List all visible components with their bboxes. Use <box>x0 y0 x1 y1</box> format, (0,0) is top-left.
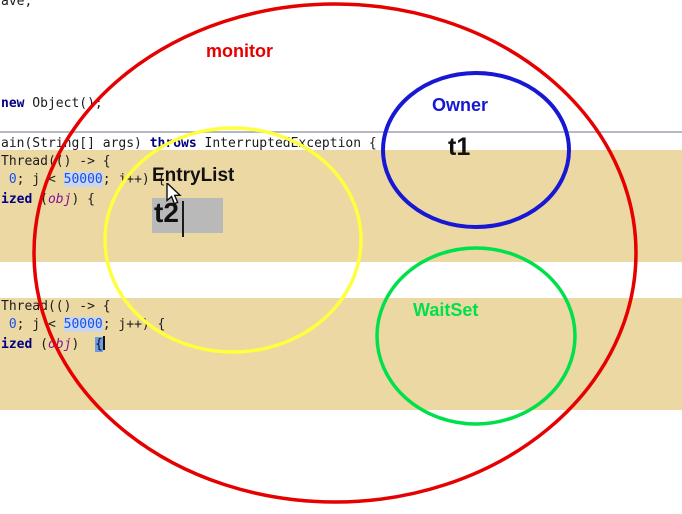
code-segment: Thread(() -> { <box>1 299 111 314</box>
code-segment <box>1 317 9 332</box>
code-line[interactable]: 0; j < 50000; j++) { <box>1 317 165 332</box>
code-line[interactable]: new Object(); <box>1 96 103 111</box>
code-segment: ; j < <box>16 317 64 332</box>
code-segment: Thread(() -> { <box>1 154 111 169</box>
code-segment: ; j++) { <box>102 317 166 332</box>
code-line[interactable]: ized (obj) { <box>1 192 95 207</box>
code-line[interactable]: ain(String[] args) throws InterruptedExc… <box>1 136 377 151</box>
code-segment: 50000 <box>63 172 103 187</box>
monitor-label: monitor <box>206 41 273 61</box>
code-line[interactable]: Thread(() -> { <box>1 154 111 169</box>
owner-label: Owner <box>432 95 489 115</box>
code-line[interactable]: ave; <box>1 0 32 9</box>
code-segment <box>1 172 9 187</box>
code-line[interactable]: 0; j < 50000; j++) { <box>1 172 165 187</box>
code-segment: ave; <box>1 0 33 9</box>
code-segment: obj <box>47 337 72 352</box>
code-segment: ized <box>1 192 33 207</box>
code-segment: ) { <box>71 192 95 207</box>
code-segment: 0 <box>8 172 17 187</box>
code-line[interactable]: Thread(() -> { <box>1 299 111 314</box>
code-segment: new <box>1 96 25 111</box>
code-line[interactable]: ized (obj) { <box>1 336 105 352</box>
waitset-label: WaitSet <box>413 300 479 320</box>
code-segment: throws <box>149 136 197 151</box>
code-segment: 50000 <box>63 317 103 332</box>
code-segment: Object(); <box>24 96 103 111</box>
code-caret <box>102 336 105 350</box>
code-segment: 0 <box>8 317 17 332</box>
t1-thread-label: t1 <box>448 133 471 161</box>
code-segment: { <box>94 337 103 352</box>
code-segment: InterruptedException { <box>196 136 377 151</box>
code-segment: ( <box>32 337 48 352</box>
code-segment: ain(String[] args) <box>1 136 150 151</box>
code-segment: ( <box>32 192 48 207</box>
code-segment: ) <box>71 337 95 352</box>
code-segment: ized <box>1 337 33 352</box>
entrylist-label: EntryList <box>152 165 235 186</box>
mouse-cursor-icon <box>166 183 182 205</box>
code-segment: ; j < <box>16 172 64 187</box>
code-segment: obj <box>47 192 72 207</box>
